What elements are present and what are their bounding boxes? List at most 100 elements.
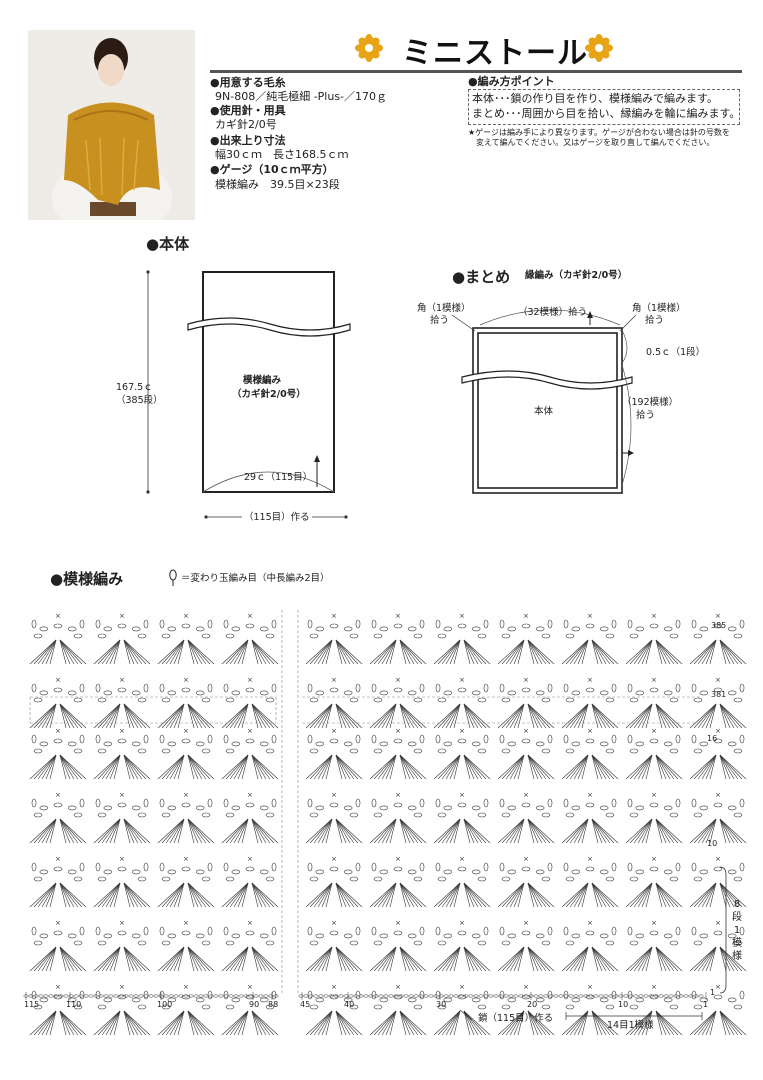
- stitch-mark: [497, 639, 525, 665]
- stitch-mark: [59, 754, 71, 780]
- stitch-mark: [453, 882, 461, 908]
- finish-diagram: [451, 309, 637, 494]
- stitch-mark: [655, 639, 671, 665]
- chain-mark: [315, 741, 325, 747]
- chain-mark: [315, 690, 325, 696]
- stitch-mark: [105, 882, 121, 908]
- stitch-mark: [719, 754, 731, 780]
- stitch-mark: [505, 754, 525, 780]
- stitch-mark: [509, 754, 525, 780]
- foundation-chain: [518, 994, 524, 998]
- stitch-mark: [629, 946, 653, 972]
- stitch-mark: [385, 754, 397, 780]
- sc-mark: ×: [651, 983, 657, 991]
- puff-mark: [79, 734, 85, 744]
- stitch-mark: [565, 754, 589, 780]
- stitch-mark: [693, 1010, 717, 1036]
- stitch-mark: [641, 818, 653, 844]
- sc-mark: ×: [715, 612, 721, 620]
- stitch-mark: [633, 882, 653, 908]
- stitch-mark: [527, 1010, 535, 1036]
- stitch-mark: [591, 754, 619, 780]
- sc-mark: ×: [715, 676, 721, 684]
- stitch-mark: [313, 754, 333, 780]
- foundation-chain: [123, 994, 129, 998]
- body-needle-label: （カギ針2/0号）: [232, 389, 306, 400]
- stitch-mark: [527, 703, 535, 729]
- foundation-chain: [608, 994, 614, 998]
- chain-mark: [73, 812, 83, 818]
- chain-mark: [231, 933, 241, 939]
- chain-mark: [629, 633, 639, 639]
- stitch-mark: [463, 882, 487, 908]
- stitch-mark: [591, 1010, 619, 1036]
- stitch-mark: [505, 1010, 525, 1036]
- sc-mark: ×: [119, 612, 125, 620]
- stitch-mark: [123, 703, 131, 729]
- stitch-mark: [701, 946, 717, 972]
- stitch-mark: [453, 818, 461, 844]
- stitch-mark: [513, 754, 525, 780]
- stitch-mark: [719, 946, 739, 972]
- stitch-mark: [719, 1010, 747, 1036]
- chain-mark: [635, 626, 645, 632]
- stitch-mark: [157, 946, 185, 972]
- stitch-mark: [463, 703, 475, 729]
- foundation-chain: [563, 994, 569, 998]
- stitch-mark: [251, 946, 263, 972]
- stitch-mark: [165, 1010, 185, 1036]
- stitch-mark: [625, 754, 653, 780]
- stitch-mark: [335, 818, 347, 844]
- stitch-mark: [123, 882, 147, 908]
- stitch-mark: [591, 946, 615, 972]
- points-box: [468, 89, 740, 125]
- stitch-mark: [591, 639, 607, 665]
- puff-mark: [159, 619, 165, 629]
- puff-mark: [223, 683, 229, 693]
- chain-mark: [373, 697, 383, 703]
- stitch-mark: [399, 946, 407, 972]
- stitch-mark: [637, 703, 653, 729]
- stitch-mark: [463, 882, 483, 908]
- stitch-mark: [577, 882, 589, 908]
- chain-mark: [649, 802, 659, 808]
- stitch-mark: [689, 1010, 717, 1036]
- stitch-mark: [591, 639, 599, 665]
- chain-mark: [73, 1004, 83, 1010]
- chain-mark: [565, 748, 575, 754]
- foundation-chain: [468, 994, 474, 998]
- stitch-mark: [113, 703, 121, 729]
- stitch-mark: [251, 818, 279, 844]
- sc-mark: ×: [331, 855, 337, 863]
- chain-mark: [535, 626, 545, 632]
- puff-mark: [95, 862, 101, 872]
- stitch-mark: [161, 703, 185, 729]
- chain-mark: [413, 697, 423, 703]
- stitch-mark: [369, 946, 397, 972]
- stitch-mark: [377, 1010, 397, 1036]
- flower-icon: [585, 34, 613, 62]
- stitch-mark: [123, 703, 135, 729]
- foundation-chain: [578, 994, 584, 998]
- stitch-mark: [335, 946, 359, 972]
- chain-mark: [393, 687, 403, 693]
- repeat-rows-char: 様: [732, 951, 742, 962]
- stitch-mark: [59, 1010, 87, 1036]
- chain-mark: [259, 741, 269, 747]
- chain-mark: [413, 1004, 423, 1010]
- puff-mark: [547, 734, 553, 744]
- border-label: 0.5ｃ（1段）: [646, 347, 706, 358]
- stitch-mark: [577, 639, 589, 665]
- stitch-mark: [719, 1010, 731, 1036]
- foundation-chain: [473, 994, 479, 998]
- stitch-num-20: 20: [527, 1000, 538, 1009]
- foundation-chain: [623, 994, 629, 998]
- foundation-chain: [398, 994, 404, 998]
- stitch-mark: [335, 703, 363, 729]
- stitch-mark: [719, 639, 747, 665]
- chain-mark: [635, 933, 645, 939]
- stitch-mark: [463, 946, 487, 972]
- chain-mark: [167, 626, 177, 632]
- chain-mark: [407, 626, 417, 632]
- stitch-mark: [59, 754, 79, 780]
